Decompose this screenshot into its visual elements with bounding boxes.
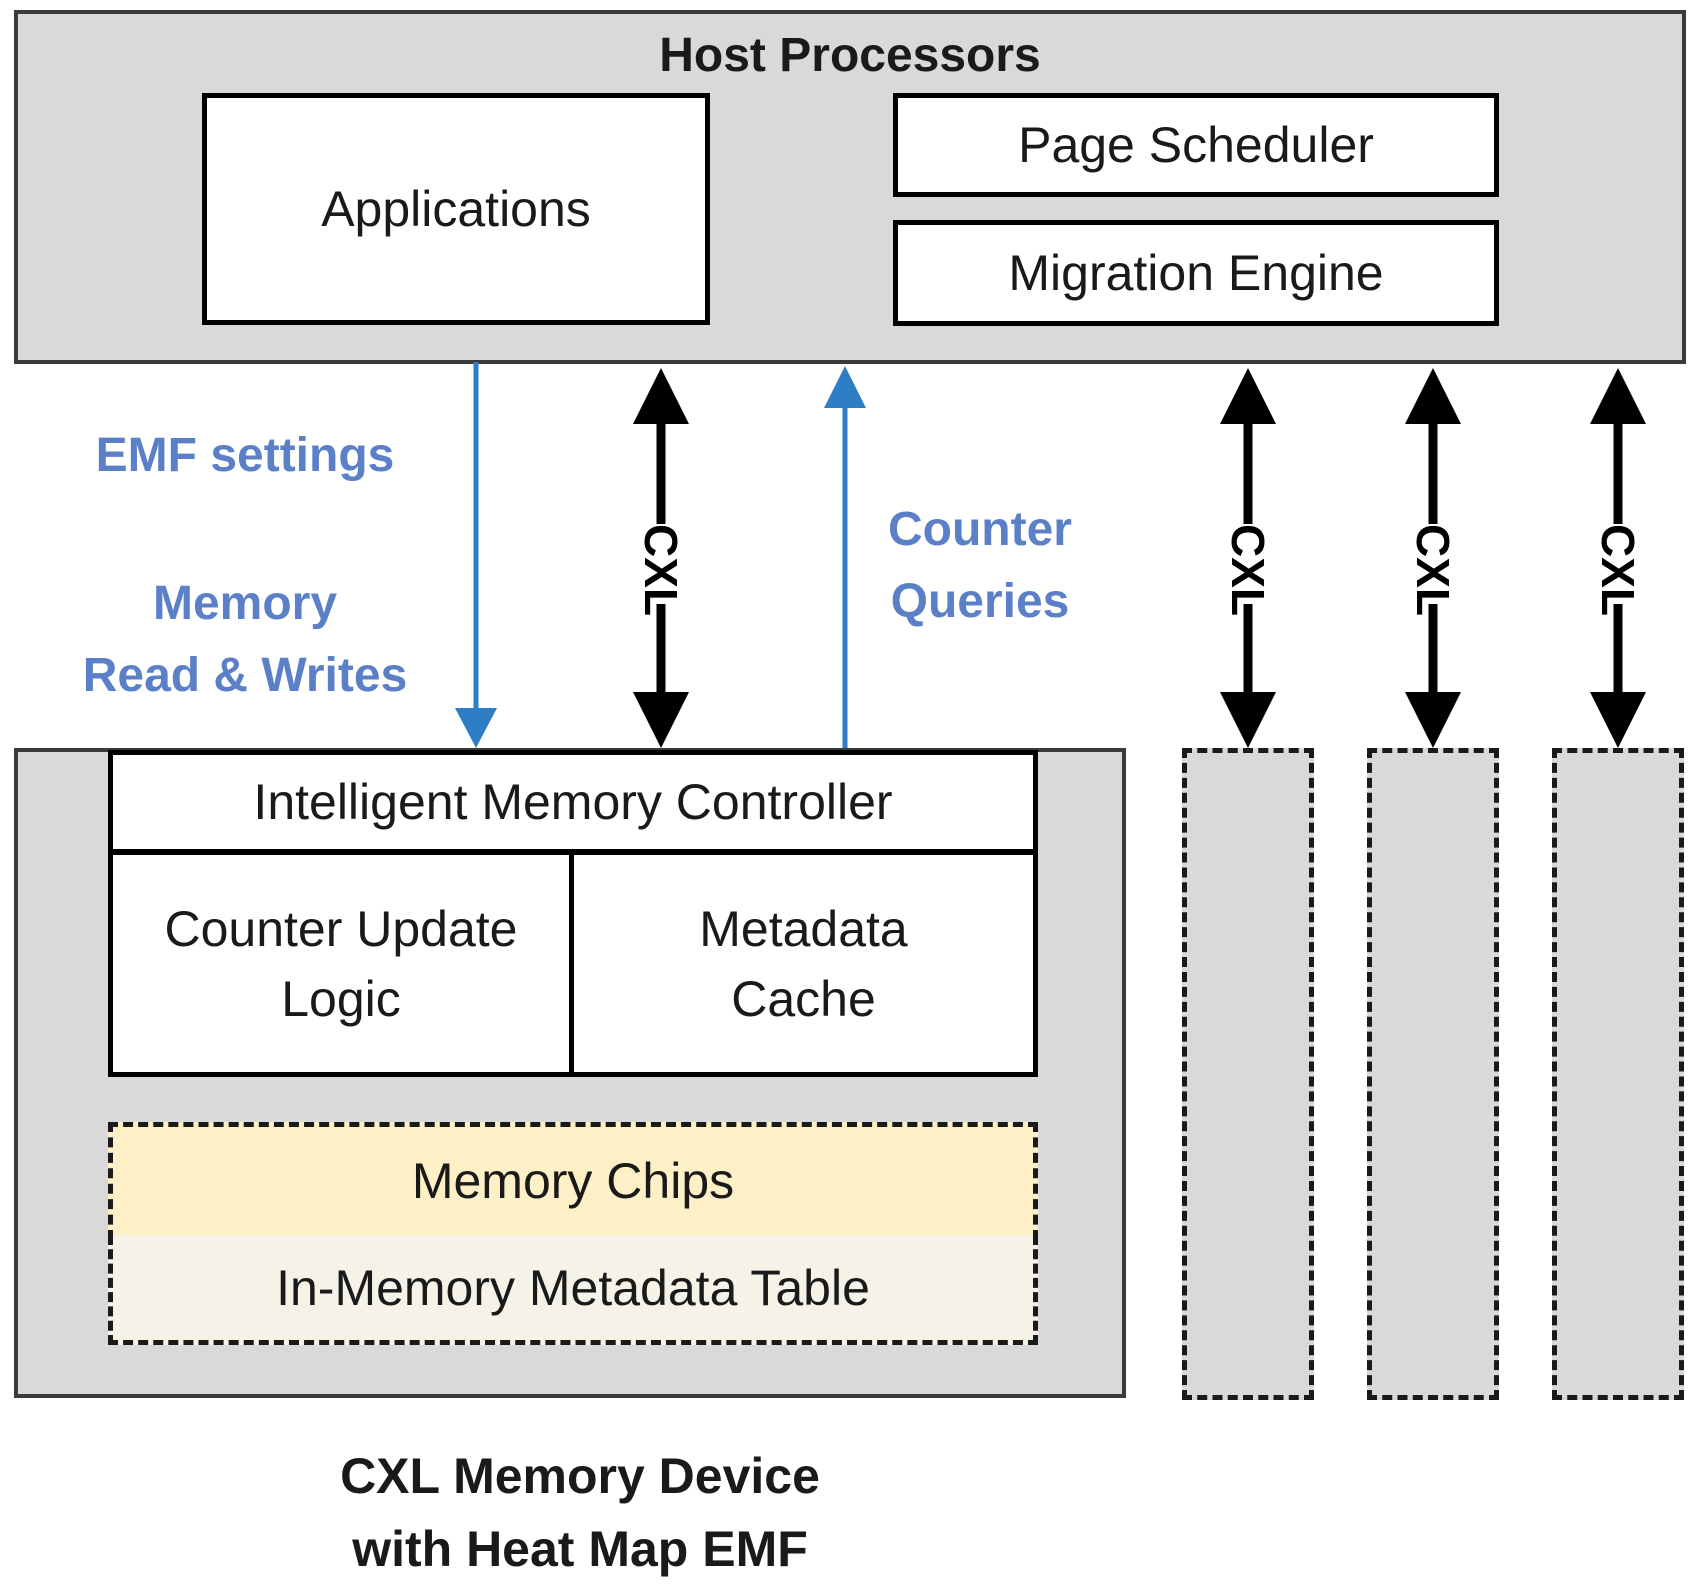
- cxl-label-2: CXL: [1217, 524, 1279, 604]
- emf-write-arrowhead: [455, 708, 497, 748]
- counter-queries-line2: Queries: [860, 566, 1100, 638]
- memory-read-writes-line2: Read & Writes: [40, 640, 450, 712]
- memory-read-writes-label: Memory Read & Writes: [40, 568, 450, 712]
- counter-queries-label: Counter Queries: [860, 494, 1100, 638]
- counter-queries-arrowhead: [824, 366, 866, 408]
- memory-read-writes-line1: Memory: [40, 568, 450, 640]
- counter-queries-line1: Counter: [860, 494, 1100, 566]
- device-caption-line2: with Heat Map EMF: [220, 1513, 940, 1585]
- cxl-label-3: CXL: [1402, 524, 1464, 604]
- cxl-label-main: CXL: [630, 524, 692, 604]
- emf-settings-label: EMF settings: [60, 420, 430, 492]
- device-caption: CXL Memory Device with Heat Map EMF: [220, 1440, 940, 1585]
- device-caption-line1: CXL Memory Device: [220, 1440, 940, 1513]
- cxl-label-4: CXL: [1587, 524, 1649, 604]
